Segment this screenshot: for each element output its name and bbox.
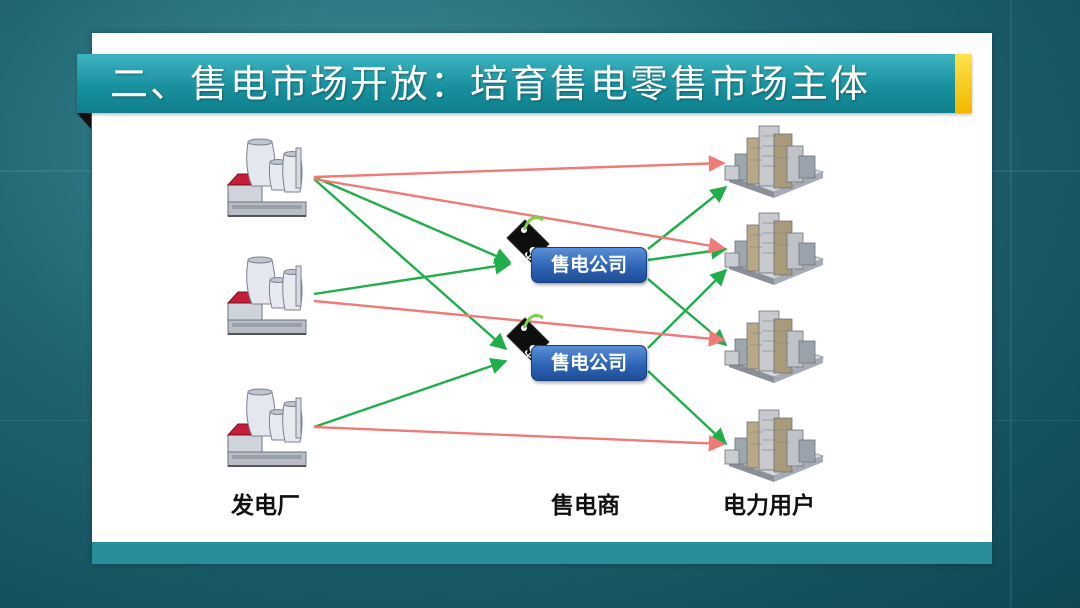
red-arrow	[313, 155, 726, 179]
city-buildings-icon	[724, 212, 824, 286]
green-arrow	[313, 357, 508, 429]
slide-bottom-bar	[92, 542, 992, 564]
green-arrow	[647, 185, 728, 250]
retail-company-box: 售电公司	[531, 247, 647, 283]
green-arrow	[313, 257, 512, 296]
generators-label: 发电厂	[231, 493, 300, 519]
power-plant-icon	[227, 138, 307, 217]
green-arrow	[647, 242, 728, 262]
retail-arrows	[313, 175, 728, 446]
green-arrow	[647, 370, 728, 446]
red-arrow	[313, 299, 726, 347]
retail-company-box: 售电公司	[531, 345, 647, 381]
red-arrow	[313, 425, 726, 452]
red-arrow	[313, 177, 726, 254]
power-plant-icon	[227, 388, 307, 467]
city-buildings-icon	[724, 409, 824, 483]
city-buildings-icon	[724, 310, 824, 384]
page-title: 二、售电市场开放：培育售电零售市场主体	[110, 62, 871, 106]
title-fold-shadow	[77, 113, 91, 129]
retailers-label: 售电商	[551, 493, 620, 519]
power-plant-icon	[227, 256, 307, 335]
green-arrow	[313, 175, 512, 264]
title-bar	[77, 54, 972, 113]
city-buildings-icon	[724, 125, 824, 199]
consumers-label: 电力用户	[723, 493, 815, 519]
title-accent	[955, 54, 972, 113]
direct-trade-arrows	[313, 155, 726, 452]
green-arrow	[313, 178, 508, 351]
